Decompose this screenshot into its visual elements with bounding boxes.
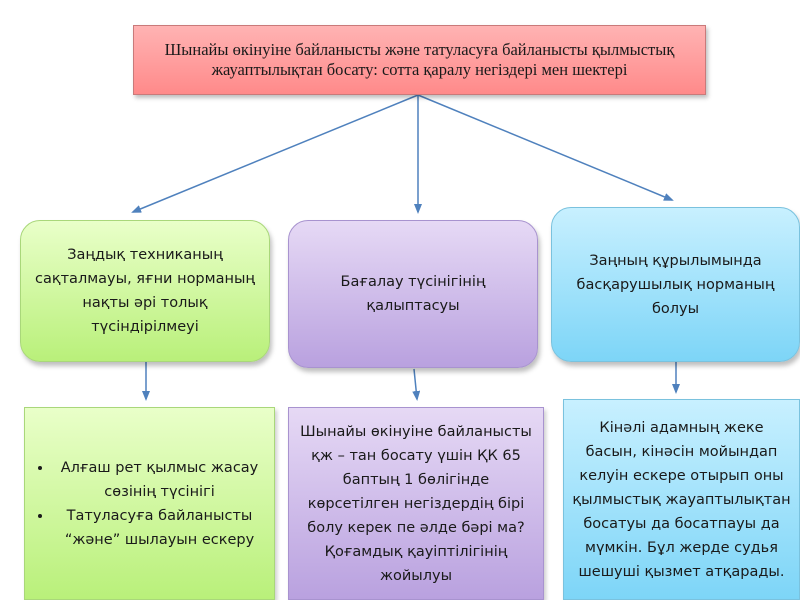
top-topic-text: Шынайы өкінуіне байланысты және татуласу… (164, 40, 675, 79)
bottom-box-center-text: Шынайы өкінуіне байланысты қж – тан боса… (300, 423, 532, 584)
bottom-left-list: Алғаш рет қылмыс жасау сөзінің түсінігі … (33, 456, 266, 552)
middle-box-right-text: Заңның құрылымында басқарушылық норманың… (576, 252, 775, 317)
bottom-box-center: Шынайы өкінуіне байланысты қж – тан боса… (288, 407, 544, 600)
middle-box-left: Заңдық техниканың сақталмауы, яғни норма… (20, 220, 270, 362)
bottom-box-right: Кінәлі адамның жеке басын, кінәсін мойын… (563, 399, 800, 600)
arrow-center-down (412, 368, 421, 401)
list-item: Алғаш рет қылмыс жасау сөзінің түсінігі (53, 456, 266, 504)
bottom-box-right-text: Кінәлі адамның жеке басын, кінәсін мойын… (572, 419, 791, 580)
arrow-to-right (417, 94, 674, 201)
middle-box-right: Заңның құрылымында басқарушылық норманың… (551, 207, 800, 362)
list-item: Татуласуға байланысты “және” шылауын еск… (53, 504, 266, 552)
middle-box-center: Бағалау түсінігінің қалыптасуы (288, 220, 538, 368)
middle-box-center-text: Бағалау түсінігінің қалыптасуы (340, 274, 486, 314)
bottom-box-left: Алғаш рет қылмыс жасау сөзінің түсінігі … (24, 407, 275, 600)
arrow-to-left (131, 94, 419, 213)
middle-box-left-text: Заңдық техниканың сақталмауы, яғни норма… (35, 247, 255, 335)
top-topic-box: Шынайы өкінуіне байланысты және татуласу… (133, 25, 706, 95)
